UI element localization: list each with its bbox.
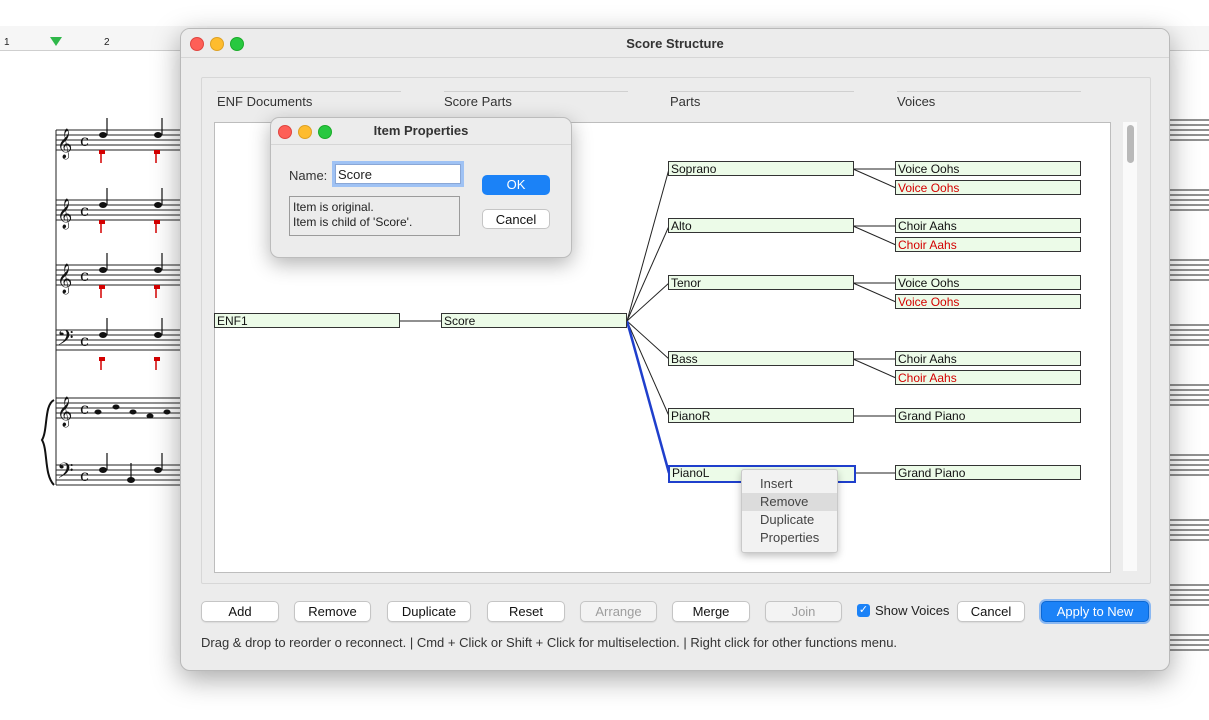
context-menu-insert[interactable]: Insert <box>760 476 793 491</box>
zoom-window-button[interactable] <box>230 37 244 51</box>
column-header-parts: Parts <box>670 91 854 109</box>
svg-text:c: c <box>80 131 89 150</box>
name-input[interactable]: Score <box>335 164 461 184</box>
item-properties-dialog: Item Properties Name: Score Item is orig… <box>270 117 572 258</box>
voice-node[interactable]: Voice Oohs <box>895 161 1081 176</box>
column-header-enf-documents: ENF Documents <box>217 91 401 109</box>
join-button[interactable]: Join <box>765 601 842 622</box>
show-voices-label: Show Voices <box>875 603 950 618</box>
dialog-cancel-button[interactable]: Cancel <box>482 209 550 229</box>
cancel-button[interactable]: Cancel <box>957 601 1025 622</box>
context-menu-remove[interactable]: Remove <box>742 493 837 511</box>
score-node[interactable]: Score <box>441 313 627 328</box>
minimize-window-button[interactable] <box>210 37 224 51</box>
voice-node[interactable]: Choir Aahs <box>895 218 1081 233</box>
part-node-tenor[interactable]: Tenor <box>668 275 854 290</box>
svg-text:c: c <box>80 201 89 220</box>
voice-node-derived[interactable]: Voice Oohs <box>895 180 1081 195</box>
svg-text:c: c <box>80 466 89 485</box>
svg-text:𝄞: 𝄞 <box>57 198 72 230</box>
voice-node[interactable]: Voice Oohs <box>895 275 1081 290</box>
add-button[interactable]: Add <box>201 601 279 622</box>
context-menu-duplicate[interactable]: Duplicate <box>760 512 815 527</box>
window-title: Score Structure <box>626 36 724 51</box>
column-header-score-parts: Score Parts <box>444 91 628 109</box>
svg-text:𝄢: 𝄢 <box>57 326 74 356</box>
ruler-mark: 1 <box>4 37 10 48</box>
voice-node-derived[interactable]: Choir Aahs <box>895 370 1081 385</box>
context-menu-properties[interactable]: Properties <box>760 530 820 545</box>
part-node-soprano[interactable]: Soprano <box>668 161 854 176</box>
svg-text:c: c <box>80 331 89 350</box>
dialog-zoom-button[interactable] <box>318 125 332 139</box>
vertical-scrollbar[interactable] <box>1123 122 1137 571</box>
apply-to-new-button[interactable]: Apply to New <box>1041 601 1149 622</box>
merge-button[interactable]: Merge <box>672 601 750 622</box>
column-header-voices: Voices <box>897 91 1081 109</box>
arrange-button[interactable]: Arrange <box>580 601 657 622</box>
window-titlebar[interactable]: Score Structure <box>181 29 1169 58</box>
voice-node[interactable]: Grand Piano <box>895 465 1081 480</box>
item-info-line: Item is child of 'Score'. <box>293 215 413 229</box>
remove-button[interactable]: Remove <box>294 601 371 622</box>
item-info-box: Item is original. Item is child of 'Scor… <box>289 196 460 236</box>
vertical-scrollbar-thumb[interactable] <box>1127 125 1134 163</box>
duplicate-button[interactable]: Duplicate <box>387 601 471 622</box>
svg-text:𝄞: 𝄞 <box>57 128 72 160</box>
svg-text:𝄞: 𝄞 <box>57 396 72 428</box>
dialog-titlebar[interactable]: Item Properties <box>271 118 571 145</box>
reset-button[interactable]: Reset <box>487 601 565 622</box>
voice-node[interactable]: Choir Aahs <box>895 351 1081 366</box>
enf-document-node[interactable]: ENF1 <box>214 313 400 328</box>
show-voices-checkbox[interactable]: ✓ <box>857 604 870 617</box>
playhead-marker <box>50 37 62 46</box>
help-hint-text: Drag & drop to reorder o reconnect. | Cm… <box>201 635 898 650</box>
ruler-mark: 2 <box>104 37 110 48</box>
context-menu: Insert Remove Duplicate Properties <box>741 469 838 553</box>
ok-button[interactable]: OK <box>482 175 550 195</box>
score-structure-window: Score Structure ENF Documents Score Part… <box>180 28 1170 671</box>
svg-text:𝄞: 𝄞 <box>57 263 72 295</box>
name-label: Name: <box>289 168 328 183</box>
svg-text:c: c <box>80 399 89 418</box>
dialog-title: Item Properties <box>373 123 469 138</box>
part-node-bass[interactable]: Bass <box>668 351 854 366</box>
voice-node-derived[interactable]: Choir Aahs <box>895 237 1081 252</box>
part-node-alto[interactable]: Alto <box>668 218 854 233</box>
close-window-button[interactable] <box>190 37 204 51</box>
svg-text:𝄢: 𝄢 <box>57 459 74 489</box>
part-node-pianor[interactable]: PianoR <box>668 408 854 423</box>
dialog-minimize-button[interactable] <box>298 125 312 139</box>
voice-node[interactable]: Grand Piano <box>895 408 1081 423</box>
dialog-close-button[interactable] <box>278 125 292 139</box>
item-info-line: Item is original. <box>293 200 374 214</box>
voice-node-derived[interactable]: Voice Oohs <box>895 294 1081 309</box>
svg-text:c: c <box>80 266 89 285</box>
